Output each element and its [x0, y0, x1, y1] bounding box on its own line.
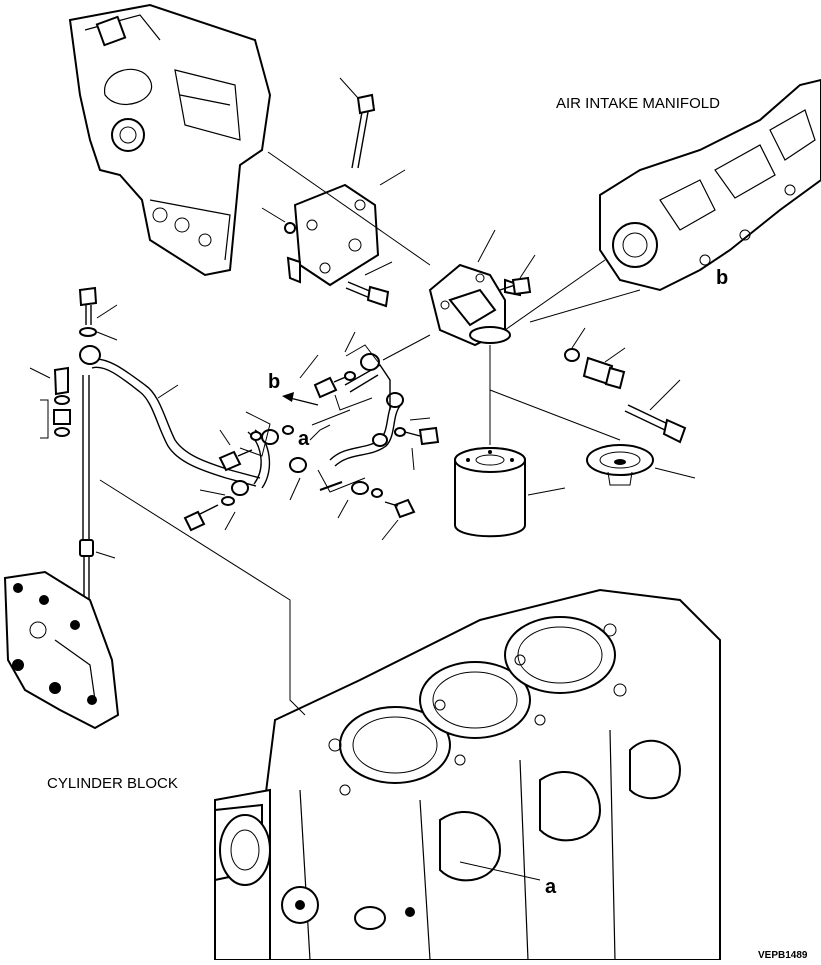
bolt-top — [351, 93, 376, 169]
block-front-lower — [214, 788, 415, 961]
air-intake-manifold — [599, 78, 821, 292]
banjo-bolts-left — [53, 286, 98, 437]
cylinder-block-label: CYLINDER BLOCK — [47, 775, 178, 792]
filter-head — [428, 263, 531, 347]
gear-case-housing — [68, 3, 272, 277]
reference-a-left: a — [298, 428, 310, 450]
reference-b-manifold: b — [716, 267, 728, 289]
drawing-code-label: VEPB1489 — [758, 950, 808, 960]
cylinder-block — [263, 588, 721, 961]
reference-a-block: a — [545, 876, 557, 898]
reference-b-left: b — [268, 371, 280, 393]
leader-lines — [29, 77, 696, 881]
oil-filter-cartridge — [454, 447, 526, 538]
filter-cover-disc — [586, 444, 654, 486]
bolt-filter-head — [499, 276, 532, 296]
bolts-middle — [183, 371, 440, 532]
oil-pipe-assembly — [79, 345, 404, 496]
reference-arrow-b — [282, 392, 319, 406]
bolt-bracket-side — [345, 281, 390, 308]
front-cover-plate — [3, 570, 120, 730]
plug-and-ring — [564, 348, 626, 390]
long-bolt — [624, 404, 687, 444]
mounting-bracket — [284, 183, 380, 287]
air-intake-manifold-label: AIR INTAKE MANIFOLD — [556, 95, 720, 112]
